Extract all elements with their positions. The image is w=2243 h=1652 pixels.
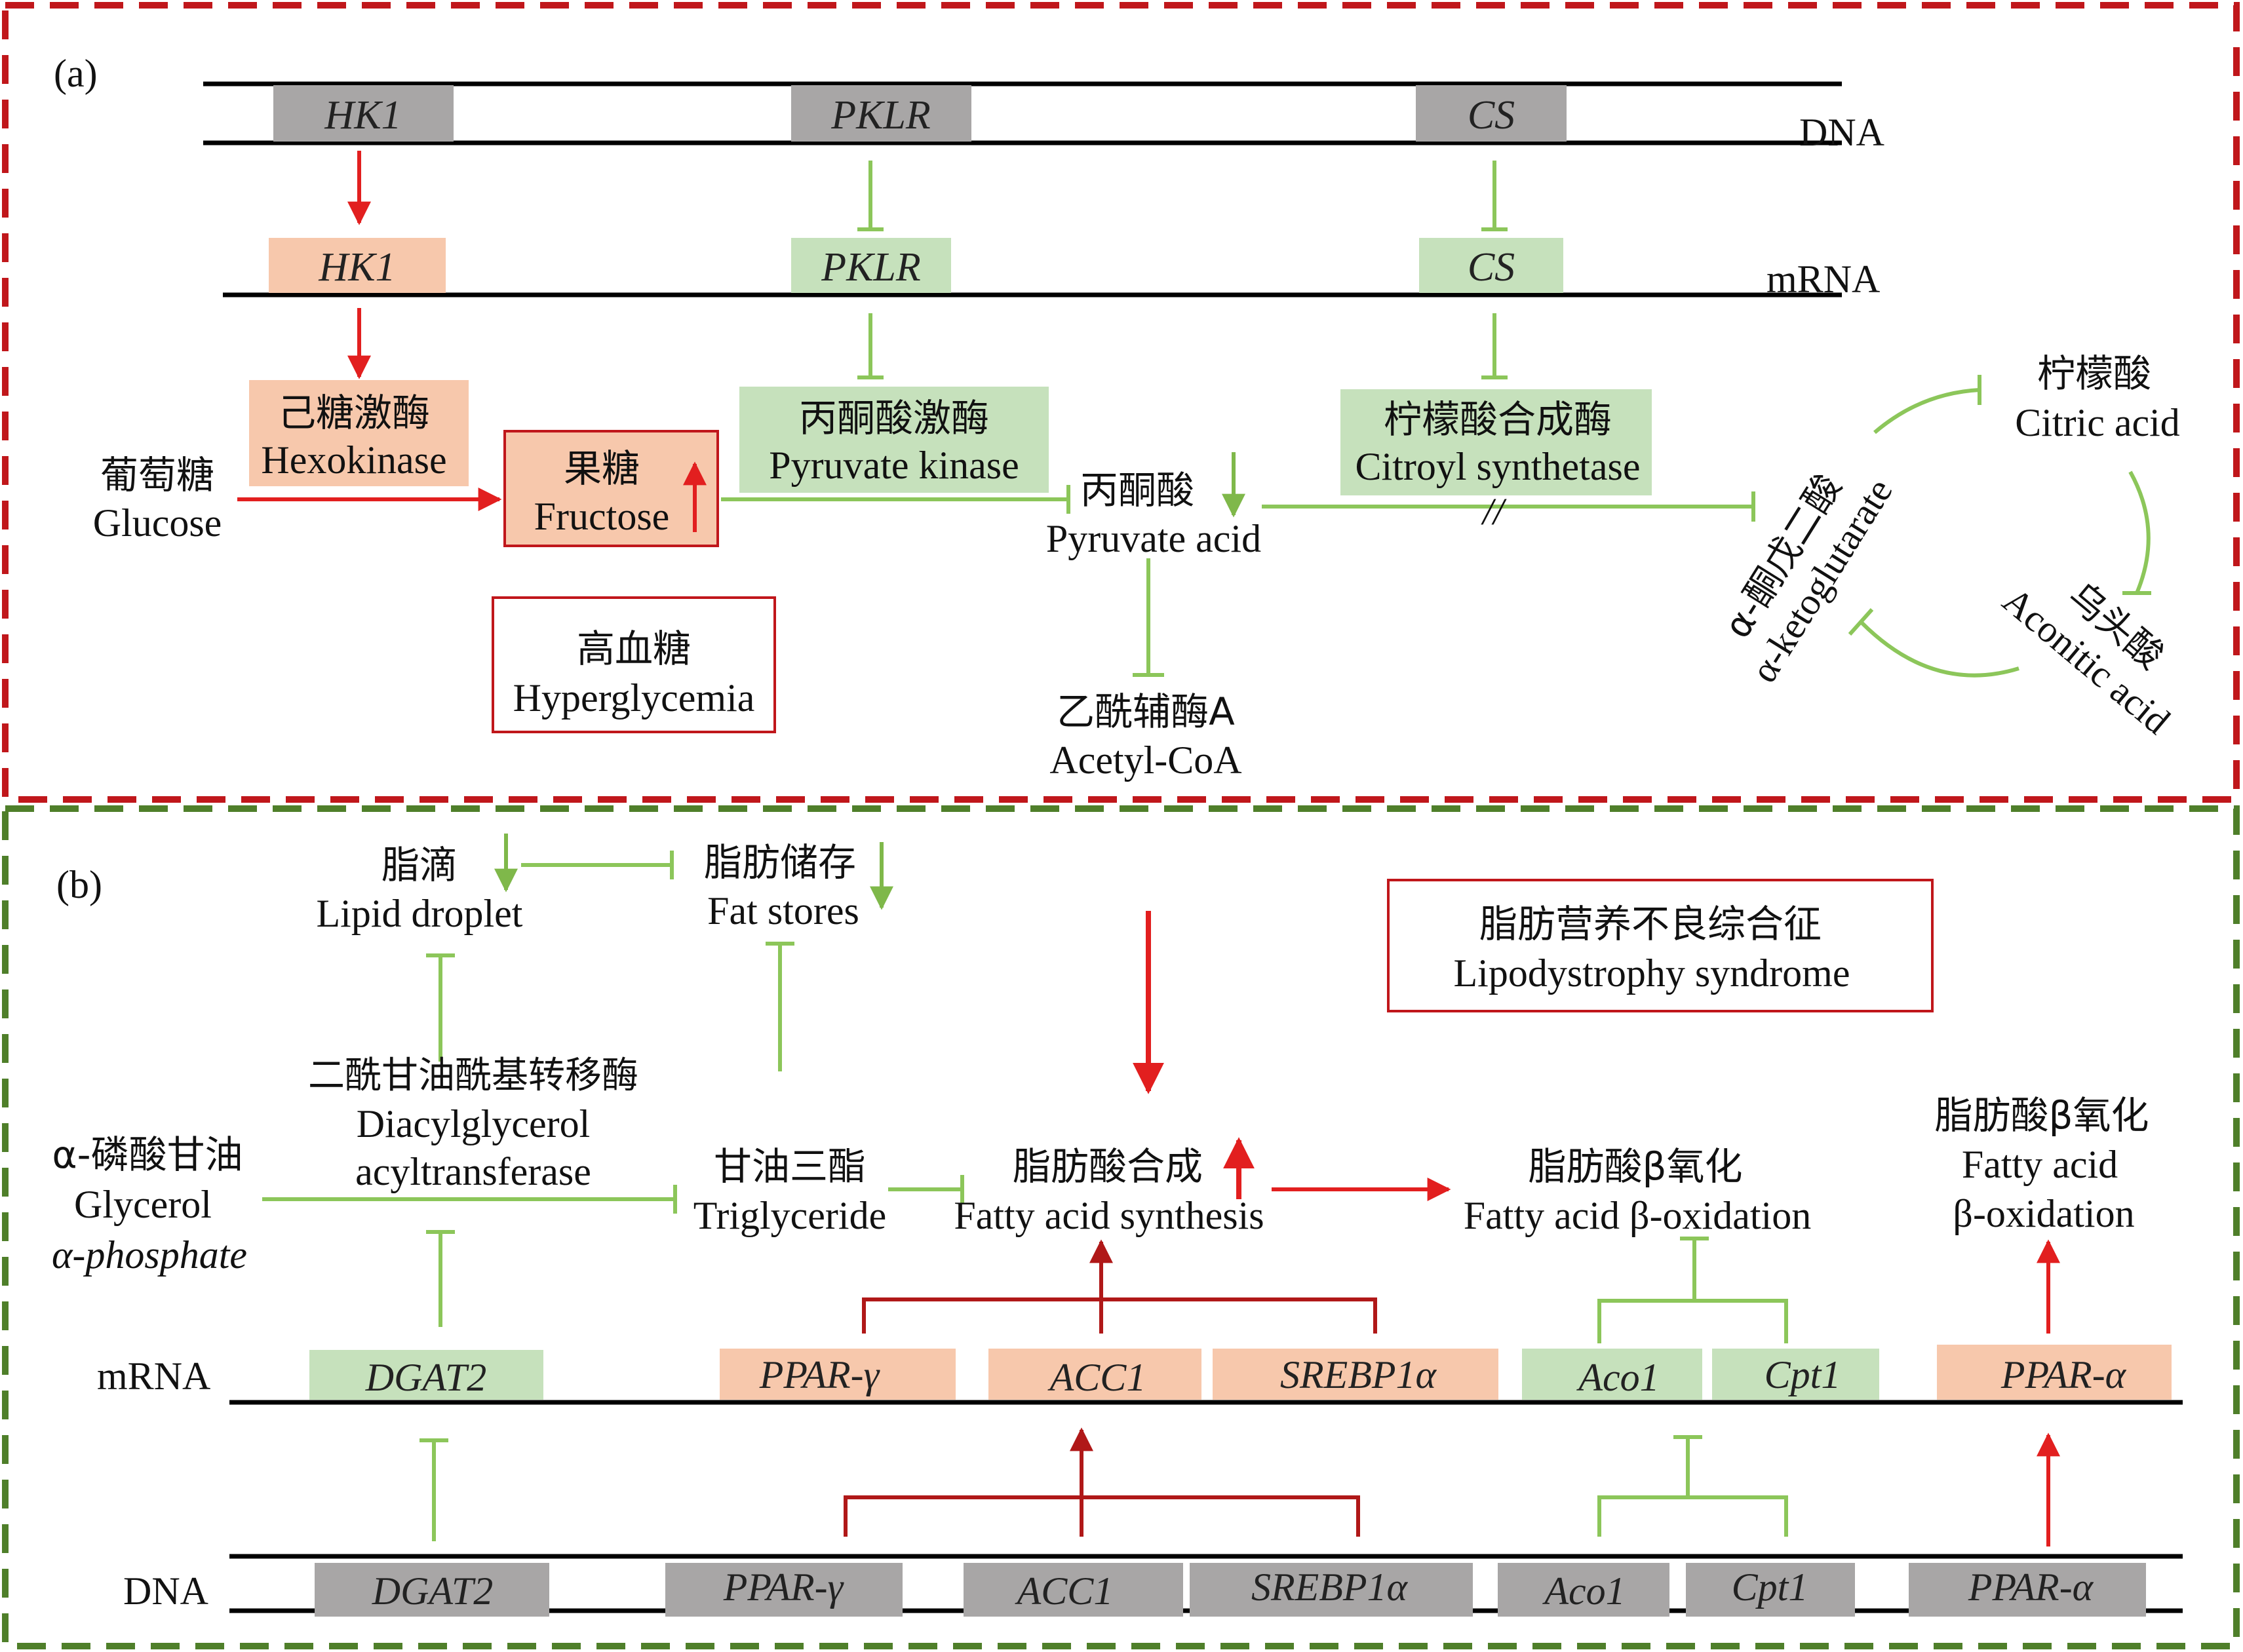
dna-b-gene-acc1: ACC1 [1015,1569,1114,1613]
hyperglycemia-cn: 高血糖 [577,626,691,671]
mrna-gene-box-cs [1419,238,1563,293]
mrna-b-gene-cpt1: Cpt1 [1765,1353,1841,1396]
pyruvate-cn: 丙酮酸 [1080,468,1194,512]
lipodystrophy-box [1387,879,1934,1012]
glucose-cn: 葡萄糖 [100,453,214,497]
fructose-en: Fructose [534,495,670,538]
hyperglycemia-en: Hyperglycemia [513,676,755,720]
dna-b-gene-dgat2: DGAT2 [372,1569,493,1613]
glycerol-en-2: α-phosphate [52,1233,247,1277]
mrna-row-label-a: mRNA [1766,258,1880,301]
mrna-b-box-dgat2 [309,1350,543,1400]
pyruvate-kinase-box [739,387,1049,493]
panel-b-label: (b) [56,863,102,906]
glycerol-cn: α-磷酸甘油 [52,1132,243,1177]
fao-right-en-2: β-oxidation [1953,1192,2134,1235]
mrna-gene-box-hk1 [269,238,446,293]
mrna-gene-hk1: HK1 [318,245,395,290]
lipodystrophy-en: Lipodystrophy syndrome [1454,951,1850,995]
mrna-b-box-acc1 [988,1349,1201,1400]
citroyl-synthetase-en: Citroyl synthetase [1356,445,1641,488]
pyruvate-en: Pyruvate acid [1046,517,1261,560]
mrna-b-gene-pparg: PPAR-γ [759,1353,880,1396]
fructose-cn: 果糖 [564,446,640,491]
tca-citric-to-aconitic [2128,471,2151,594]
acetyl-coa-en: Acetyl-CoA [1049,739,1241,782]
lipid-droplet-cn: 脂滴 [381,843,458,887]
lipid-droplet-en: Lipid droplet [317,892,523,935]
mrna-gene-box-pklr [791,238,951,293]
panel-b-frame [2,805,2240,1649]
mrna-b-gene-ppara: PPAR-α [2000,1353,2127,1396]
lipodystrophy-cn: 脂肪营养不良综合征 [1479,902,1822,946]
fao-right-cn: 脂肪酸β氧化 [1934,1093,2149,1138]
fatty-acid-synthesis-en: Fatty acid synthesis [954,1194,1264,1237]
dna-b-gene-cpt1: Cpt1 [1732,1566,1808,1609]
tca-aconitic-to-akg [1860,621,2019,678]
break-mark: // [1481,490,1507,533]
hexokinase-cn: 己糖激酶 [278,391,430,435]
fructose-box [503,430,719,547]
mrna-b-gene-dgat2: DGAT2 [365,1356,486,1399]
fatty-acid-synthesis-cn: 脂肪酸合成 [1013,1144,1203,1189]
citroyl-synthetase-cn: 柠檬酸合成酶 [1384,397,1612,442]
panel-a-frame [2,2,2240,803]
dna-gene-cs: CS [1468,93,1515,138]
dna-gene-box-pklr [791,85,971,142]
citroyl-synthetase-box [1340,389,1652,495]
triglyceride-cn: 甘油三酯 [714,1144,866,1189]
dna-row-label-b: DNA [123,1569,208,1613]
fat-stores-cn: 脂肪储存 [704,840,856,885]
dna-b-box-acc1 [964,1563,1183,1617]
panel-a-label: (a) [54,52,98,95]
citric-acid-en: Citric acid [2015,401,2180,444]
dna-b-box-cpt1 [1686,1563,1855,1617]
dna-b-box-aco1 [1498,1563,1669,1617]
mrna-b-gene-acc1: ACC1 [1047,1356,1146,1399]
dna-gene-hk1: HK1 [324,93,401,138]
dna-gene-box-hk1 [273,85,454,142]
mrna-gene-pklr: PKLR [821,245,921,290]
dna-gene-pklr: PKLR [830,93,931,138]
fat-stores-en: Fat stores [707,889,859,932]
pyruvate-kinase-en: Pyruvate kinase [769,444,1019,487]
mrna-b-box-ppara [1937,1345,2172,1400]
dna-b-box-srebp1a [1190,1563,1473,1617]
dna-row-label: DNA [1799,111,1884,154]
fao-mid-cn: 脂肪酸β氧化 [1528,1144,1742,1189]
dna-b-gene-aco1: Aco1 [1542,1569,1625,1613]
glycerol-en-1: Glycerol [74,1183,212,1226]
mrna-b-gene-srebp1a: SREBP1α [1280,1353,1437,1396]
dgat-en-1: Diacylglycerol [357,1102,591,1145]
glucose-en: Glucose [93,501,222,545]
dgat-en-2: acyltransferase [355,1150,591,1193]
pyruvate-kinase-cn: 丙酮酸激酶 [799,396,989,440]
dna-b-box-pparg [665,1563,903,1617]
dna-b-box-ppara [1909,1563,2146,1617]
dna-b-box-dgat2 [315,1563,549,1617]
hyperglycemia-box [492,596,776,733]
mrna-gene-cs: CS [1468,245,1515,290]
acetyl-coa-cn: 乙酰辅酶A [1057,689,1235,734]
fao-mid-en: Fatty acid β-oxidation [1464,1194,1811,1237]
dgat-cn: 二酰甘油酰基转移酶 [308,1054,638,1097]
mrna-b-box-aco1 [1522,1349,1702,1400]
mrna-b-box-srebp1a [1213,1349,1498,1400]
hexokinase-box [249,380,469,486]
citric-acid-cn: 柠檬酸 [2037,351,2151,396]
mrna-b-box-cpt1 [1712,1349,1879,1400]
hexokinase-en: Hexokinase [261,438,446,482]
mrna-b-box-pparg [720,1349,956,1400]
tca-akg-to-citric [1873,388,1980,434]
mrna-row-label-b: mRNA [97,1354,210,1398]
dna-b-gene-pparg: PPAR-γ [723,1566,844,1609]
triglyceride-en: Triglyceride [693,1194,886,1237]
dna-b-gene-ppara: PPAR-α [1968,1566,2094,1609]
dna-gene-box-cs [1416,85,1567,142]
mrna-b-gene-aco1: Aco1 [1576,1356,1659,1399]
dna-b-gene-srebp1a: SREBP1α [1251,1566,1409,1609]
fao-right-en-1: Fatty acid [1962,1143,2118,1186]
